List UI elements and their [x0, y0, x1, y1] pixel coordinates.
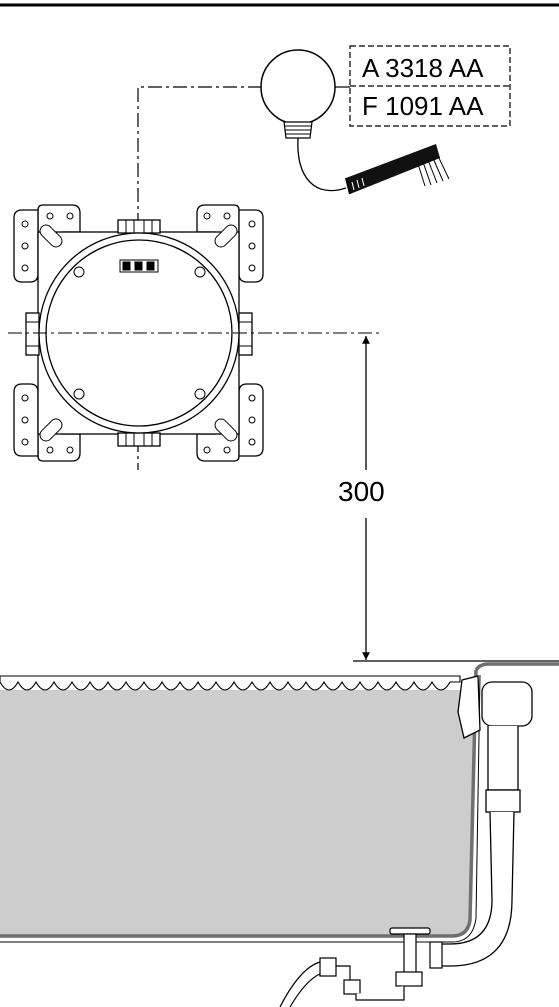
- shower-head-icon: [345, 144, 450, 195]
- mixer-details: [21, 212, 256, 454]
- bathtub-water: [0, 690, 476, 936]
- bathtub-wall: [0, 662, 559, 938]
- overflow-assembly: [434, 675, 533, 967]
- dimension-label: 300: [338, 476, 385, 507]
- water-surface-waves: [0, 675, 461, 691]
- part-balloon: [260, 49, 350, 139]
- part-code-box: [349, 45, 511, 127]
- bathtub-inner-line: [0, 674, 481, 943]
- part-code-f: F 1091 AA: [362, 91, 484, 121]
- part-code-a: A 3318 AA: [362, 53, 484, 83]
- shower-hose: [297, 137, 347, 192]
- drain-assembly: [279, 927, 443, 1007]
